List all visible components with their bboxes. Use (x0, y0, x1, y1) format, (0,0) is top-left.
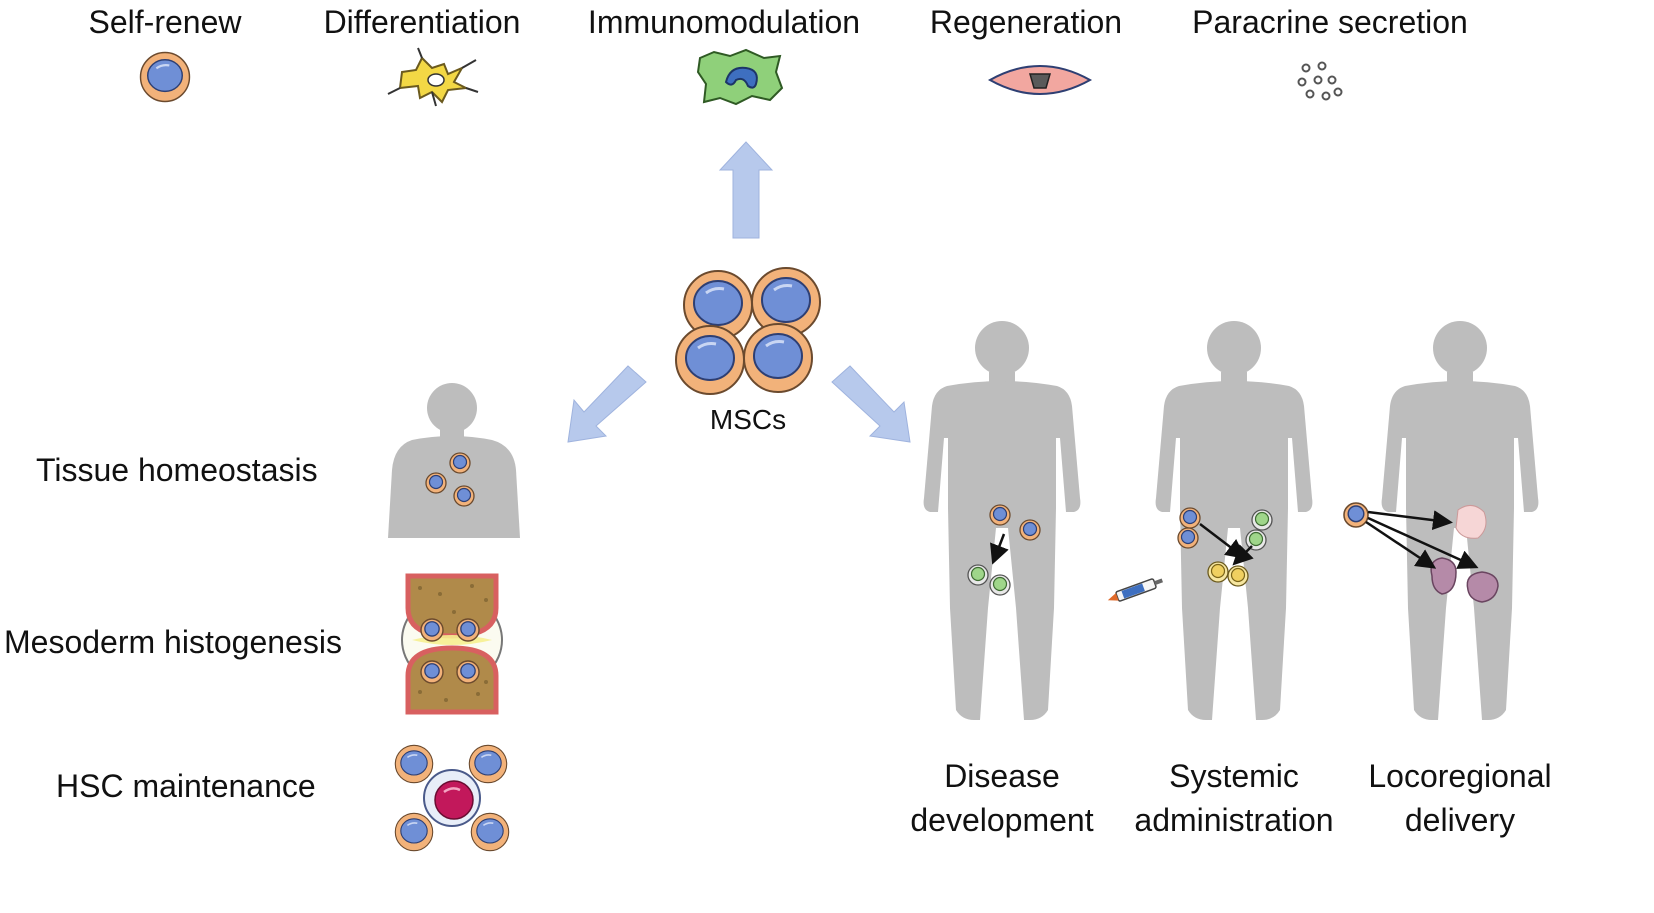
arrow-up (718, 141, 774, 239)
msc-cluster-icon (674, 266, 822, 396)
label-locoregional-delivery-line1: Locoregional (1368, 758, 1552, 794)
label-disease-development-line2: development (910, 802, 1094, 838)
label-disease-development: Disease development (910, 754, 1093, 842)
secretion-vesicles-icon (1297, 61, 1343, 101)
regenerating-cell-icon (987, 65, 1093, 95)
label-systemic-administration: Systemic administration (1134, 754, 1333, 842)
label-paracrine-secretion: Paracrine secretion (1192, 4, 1468, 40)
arrow-down-left (567, 365, 647, 443)
hsc-niche-icon (394, 744, 510, 852)
torso-with-cells-icon (388, 383, 520, 538)
self-renew-cell-icon (139, 51, 191, 103)
label-locoregional-delivery: Locoregional delivery (1368, 754, 1551, 842)
label-mesoderm-histogenesis: Mesoderm histogenesis (4, 624, 342, 660)
label-differentiation: Differentiation (323, 4, 521, 40)
label-mscs: MSCs (709, 404, 787, 435)
body-disease-icon (923, 321, 1081, 720)
bone-joint-icon (401, 573, 503, 715)
label-regeneration: Regeneration (929, 4, 1123, 40)
body-locoregional-icon (1343, 321, 1539, 720)
immune-cell-icon (696, 48, 784, 106)
label-tissue-homeostasis: Tissue homeostasis (36, 452, 318, 488)
label-hsc-maintenance: HSC maintenance (56, 768, 316, 804)
differentiated-cell-icon (387, 47, 479, 107)
label-systemic-administration-line2: administration (1134, 802, 1334, 838)
label-systemic-administration-line1: Systemic (1169, 758, 1299, 794)
label-disease-development-line1: Disease (944, 758, 1060, 794)
body-systemic-injection-icon (1155, 321, 1313, 720)
arrow-down-right (831, 365, 911, 443)
label-self-renew: Self-renew (88, 4, 242, 40)
label-locoregional-delivery-line2: delivery (1404, 802, 1516, 838)
label-immunomodulation: Immunomodulation (587, 4, 861, 40)
syringe-icon (1107, 578, 1163, 602)
